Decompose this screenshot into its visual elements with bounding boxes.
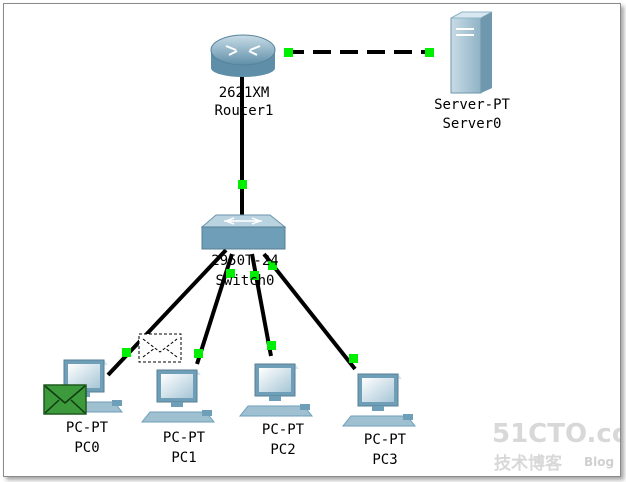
pc3-name-label: PC3: [372, 452, 397, 468]
link-light: [250, 271, 259, 280]
pc3-model-label: PC-PT: [364, 432, 407, 448]
link-light: [268, 261, 277, 270]
watermark-blog: Blog: [584, 455, 614, 469]
pc3-device[interactable]: PC-PT PC3: [341, 373, 417, 468]
switch-device[interactable]: 2950T-24 Switch0: [200, 214, 287, 289]
pc2-name-label: PC2: [270, 442, 295, 458]
link-light: [122, 348, 131, 357]
link-switch-pc3[interactable]: [262, 252, 357, 371]
server-icon: [450, 11, 493, 94]
pc0-model-label: PC-PT: [66, 420, 109, 436]
topology-workspace[interactable]: 2621XM Router1 Server-PT Server0: [3, 3, 621, 477]
link-light: [238, 180, 247, 189]
pc-icon: [238, 363, 314, 417]
link-light: [267, 341, 276, 350]
pc0-device[interactable]: PC-PT PC0: [43, 359, 124, 456]
envelope-icon: [142, 338, 178, 358]
server-model-label: Server-PT: [434, 97, 510, 113]
switch-icon: [200, 214, 287, 250]
switch-name-label: Switch0: [215, 273, 274, 289]
link-light: [425, 48, 434, 57]
pdu-in-transit[interactable]: [138, 333, 182, 363]
pc1-device[interactable]: PC-PT PC1: [140, 369, 216, 466]
link-light: [349, 354, 358, 363]
watermark-tagline: 技术博客: [494, 453, 563, 474]
watermark-site: 51CTO.com: [492, 419, 620, 449]
pc2-device[interactable]: PC-PT PC2: [238, 363, 314, 458]
link-light: [284, 48, 293, 57]
router-icon: [210, 34, 276, 77]
router-name-label: Router1: [214, 103, 273, 119]
pc0-name-label: PC0: [74, 440, 99, 456]
router-device[interactable]: 2621XM Router1: [210, 34, 276, 119]
envelope-icon: [43, 384, 87, 415]
topology-diagram: 2621XM Router1 Server-PT Server0: [43, 11, 620, 474]
pc2-model-label: PC-PT: [262, 422, 305, 438]
pc1-name-label: PC1: [171, 450, 196, 466]
link-lights: [122, 48, 434, 363]
watermark: 51CTO.com 技术博客 Blog: [492, 419, 620, 474]
server-name-label: Server0: [442, 116, 501, 132]
router-model-label: 2621XM: [219, 85, 270, 101]
pdu-outline: [138, 333, 182, 363]
link-light: [194, 349, 203, 358]
switch-model-label: 2950T-24: [211, 253, 278, 269]
pc-icon: [341, 373, 417, 427]
server-device[interactable]: Server-PT Server0: [434, 11, 511, 132]
pc1-model-label: PC-PT: [163, 430, 206, 446]
link-light: [226, 269, 235, 278]
pc-icon: [140, 369, 216, 423]
